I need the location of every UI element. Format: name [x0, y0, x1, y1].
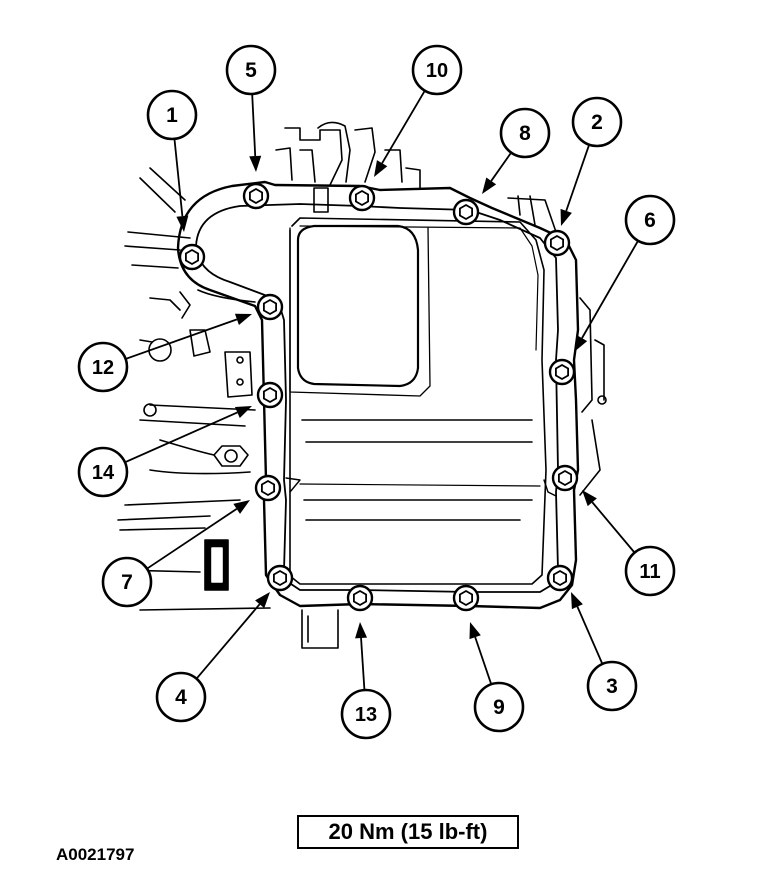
arrowhead-10 — [374, 160, 388, 177]
callout-label-10: 10 — [426, 60, 448, 82]
bolt-markers — [178, 182, 579, 612]
callout-11: 11 — [624, 545, 676, 597]
arrowhead-2 — [560, 208, 572, 226]
bolt-12 — [256, 293, 284, 321]
leader-line-9 — [474, 636, 493, 685]
arrowhead-9 — [469, 622, 481, 640]
callout-label-14: 14 — [92, 462, 115, 484]
pan-body-lip — [299, 225, 539, 351]
callout-label-3: 3 — [606, 675, 618, 698]
bolt-7 — [254, 474, 282, 502]
arrowhead-14 — [234, 406, 252, 418]
arrowhead-8 — [482, 177, 497, 194]
arrowhead-12 — [234, 313, 252, 326]
callout-6: 6 — [624, 194, 676, 246]
pan-inner-flange — [195, 203, 559, 593]
arrowhead-5 — [249, 155, 262, 172]
bolt-1 — [178, 243, 206, 271]
callout-label-5: 5 — [245, 59, 257, 82]
callout-13: 13 — [340, 688, 392, 740]
callout-14: 14 — [77, 446, 129, 498]
pan-body-edge — [289, 217, 547, 585]
arrowhead-11 — [582, 490, 597, 507]
callout-label-7: 7 — [121, 571, 133, 594]
callout-2: 2 — [571, 96, 623, 148]
callout-3: 3 — [586, 660, 638, 712]
callout-8: 8 — [499, 107, 551, 159]
bolt-5 — [242, 182, 270, 210]
callout-9: 9 — [473, 681, 525, 733]
leader-line-2 — [565, 144, 590, 212]
callout-label-1: 1 — [166, 104, 178, 127]
leader-line-4 — [195, 603, 261, 680]
callout-leaders — [124, 90, 639, 691]
pan-outer-flange — [176, 180, 580, 610]
bolt-3 — [546, 564, 574, 592]
bolt-13 — [346, 584, 374, 612]
callout-label-8: 8 — [519, 122, 531, 145]
bolt-6 — [548, 358, 576, 386]
callout-label-13: 13 — [355, 704, 377, 726]
callout-4: 4 — [155, 671, 207, 723]
leader-line-1 — [173, 138, 184, 217]
leader-line-13 — [360, 637, 366, 691]
arrowhead-13 — [355, 622, 368, 639]
arrowhead-6 — [574, 335, 588, 352]
leader-line-10 — [381, 90, 426, 164]
leader-line-5 — [251, 93, 257, 157]
bolt-8 — [452, 198, 480, 226]
callout-label-12: 12 — [92, 357, 114, 379]
callout-7: 7 — [101, 556, 153, 608]
bolt-9 — [452, 584, 480, 612]
callout-label-11: 11 — [639, 561, 660, 583]
arrowhead-1 — [176, 215, 189, 232]
pan-window — [296, 224, 420, 388]
callout-label-6: 6 — [644, 209, 656, 232]
bolt-11 — [551, 464, 579, 492]
callout-arrowheads — [176, 155, 597, 640]
leader-line-12 — [125, 318, 238, 360]
callout-label-9: 9 — [493, 696, 505, 719]
callout-label-4: 4 — [175, 686, 187, 709]
bolt-10 — [348, 184, 376, 212]
arrowhead-4 — [255, 592, 270, 609]
callout-5: 5 — [225, 44, 277, 96]
leader-line-8 — [490, 152, 512, 182]
callout-10: 10 — [411, 44, 463, 96]
oil-pan — [176, 180, 580, 610]
pan-side-step — [543, 479, 557, 497]
arrowhead-3 — [571, 592, 583, 610]
arrowhead-7 — [233, 500, 250, 514]
figure-code: A0021797 — [56, 845, 135, 864]
torque-spec: 20 Nm (15 lb-ft) — [328, 819, 488, 844]
leader-line-11 — [591, 501, 636, 554]
bolt-14 — [256, 381, 284, 409]
bolt-4 — [266, 564, 294, 592]
leader-line-3 — [576, 606, 604, 665]
leader-line-6 — [581, 240, 639, 339]
callout-1: 1 — [146, 89, 198, 141]
leader-line-14 — [124, 411, 238, 464]
callout-label-2: 2 — [591, 111, 603, 134]
torque-spec-box: 20 Nm (15 lb-ft) — [297, 815, 519, 849]
bolt-2 — [543, 229, 571, 257]
callout-12: 12 — [77, 341, 129, 393]
transmission-housing-background — [117, 121, 607, 649]
leader-line-7 — [146, 508, 238, 570]
